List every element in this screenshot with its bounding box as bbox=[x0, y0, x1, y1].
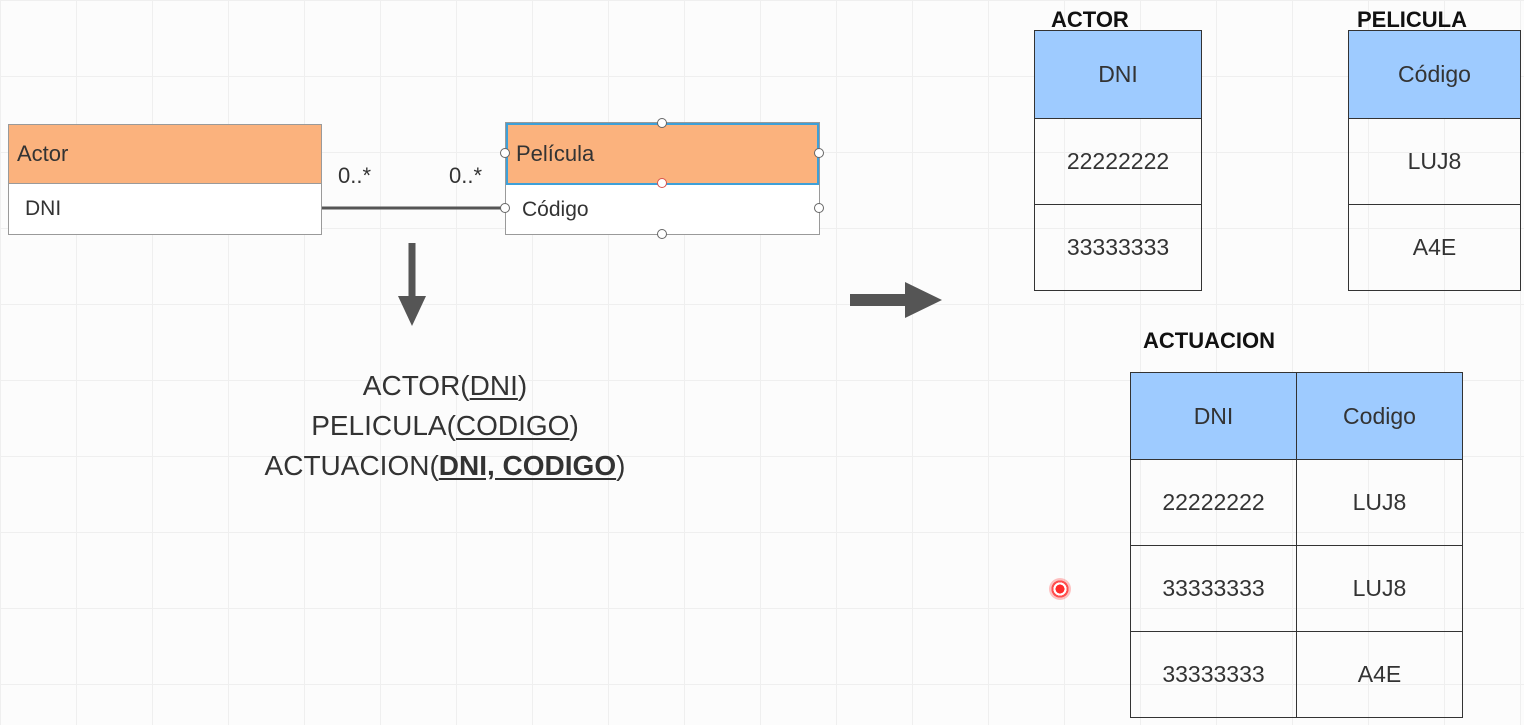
schema-actor-key: DNI bbox=[469, 370, 518, 401]
schema-actuacion-name: ACTUACION( bbox=[264, 450, 439, 481]
connection-point-right[interactable] bbox=[814, 203, 824, 213]
table-row: 22222222 bbox=[1034, 118, 1202, 205]
table-cell: 22222222 bbox=[1130, 459, 1297, 546]
table-row: 22222222 LUJ8 bbox=[1130, 459, 1463, 546]
table-actor-header: DNI bbox=[1034, 30, 1202, 119]
table-pelicula: Código LUJ8 A4E bbox=[1348, 30, 1521, 291]
class-attribute-dni: DNI bbox=[25, 196, 62, 220]
schema-actor: ACTOR(DNI) bbox=[150, 370, 740, 402]
schema-pelicula-name: PELICULA( bbox=[311, 410, 456, 441]
connection-point-left[interactable] bbox=[500, 203, 510, 213]
schema-pelicula: PELICULA(CODIGO) bbox=[150, 410, 740, 442]
class-name-actor: Actor bbox=[9, 125, 321, 184]
class-attribute-codigo: Código bbox=[522, 197, 589, 221]
table-cell: 33333333 bbox=[1130, 631, 1297, 718]
schema-actuacion: ACTUACION(DNI, CODIGO) bbox=[150, 450, 740, 482]
resize-handle-right[interactable] bbox=[814, 148, 824, 158]
resize-handle-top[interactable] bbox=[657, 118, 667, 128]
multiplicity-actor-side: 0..* bbox=[338, 163, 372, 188]
table-row: 33333333 bbox=[1034, 204, 1202, 291]
resize-handle-left[interactable] bbox=[500, 148, 510, 158]
multiplicity-pelicula-side: 0..* bbox=[449, 163, 483, 188]
table-cell: LUJ8 bbox=[1296, 459, 1463, 546]
resize-handle-bottom[interactable] bbox=[657, 229, 667, 239]
table-row: 33333333 A4E bbox=[1130, 631, 1463, 718]
table-row: LUJ8 bbox=[1348, 118, 1521, 205]
table-title-pelicula: PELICULA bbox=[1357, 7, 1467, 32]
resize-handle-mid[interactable] bbox=[657, 178, 667, 188]
schema-actor-name: ACTOR( bbox=[362, 370, 470, 401]
right-arrow-icon bbox=[850, 282, 942, 318]
table-row: 33333333 LUJ8 bbox=[1130, 545, 1463, 632]
table-row: A4E bbox=[1348, 204, 1521, 291]
table-cell: LUJ8 bbox=[1296, 545, 1463, 632]
table-cell: A4E bbox=[1296, 631, 1463, 718]
laser-pointer-icon bbox=[1049, 578, 1071, 600]
table-actuacion: DNI Codigo 22222222 LUJ8 33333333 LUJ8 3… bbox=[1130, 372, 1463, 718]
schema-pelicula-close: ) bbox=[569, 410, 579, 441]
table-title-actor: ACTOR bbox=[1051, 7, 1129, 32]
schema-actor-close: ) bbox=[517, 370, 528, 401]
down-arrow-icon bbox=[398, 243, 426, 326]
table-actuacion-header-dni: DNI bbox=[1130, 372, 1297, 460]
schema-pelicula-key: CODIGO bbox=[455, 410, 570, 441]
schema-actuacion-close: ) bbox=[616, 450, 626, 481]
table-title-actuacion: ACTUACION bbox=[1143, 328, 1275, 353]
table-cell: 33333333 bbox=[1130, 545, 1297, 632]
table-actuacion-header-codigo: Codigo bbox=[1296, 372, 1463, 460]
table-pelicula-header: Código bbox=[1348, 30, 1521, 119]
uml-class-actor[interactable]: Actor DNI bbox=[8, 124, 322, 235]
table-actor: DNI 22222222 33333333 bbox=[1034, 30, 1202, 291]
class-name-pelicula: Película bbox=[506, 123, 819, 185]
schema-actuacion-key: DNI, CODIGO bbox=[438, 450, 617, 481]
